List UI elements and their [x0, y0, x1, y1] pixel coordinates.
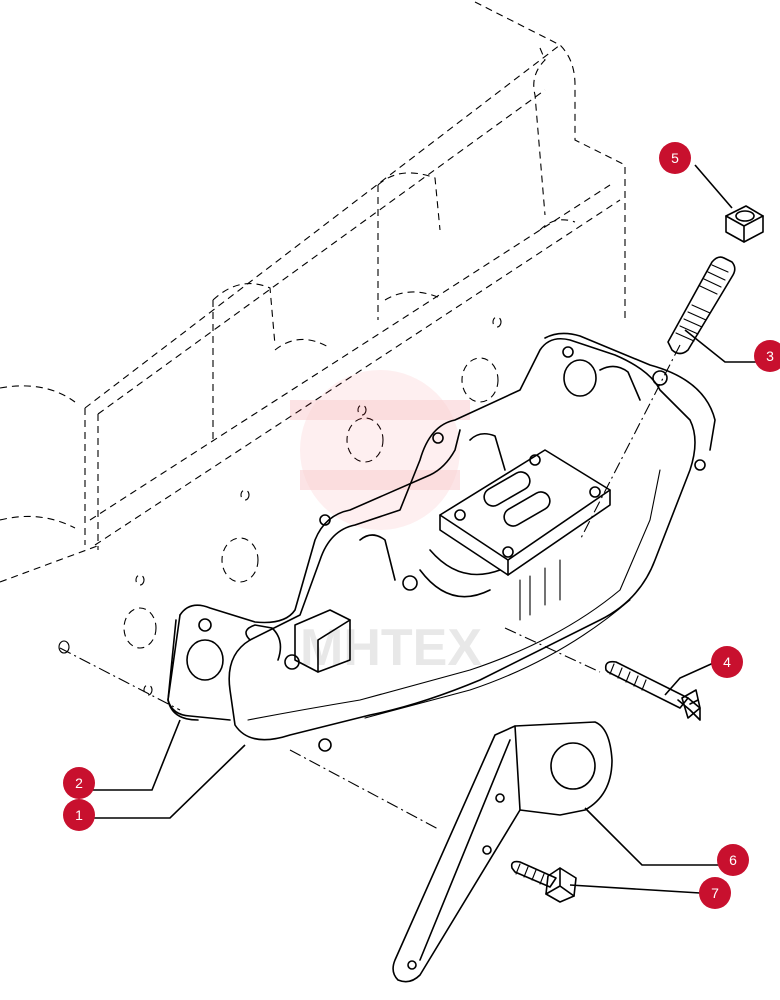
callout-5-label: 5: [671, 150, 679, 166]
callout-2[interactable]: 2: [63, 767, 95, 799]
exhaust-manifold: [167, 332, 716, 752]
hex-nut: [725, 205, 764, 243]
flange-screw: [510, 860, 577, 903]
support-bracket: [392, 721, 613, 983]
engine-block-outline: [0, 1, 626, 696]
callout-4-label: 4: [723, 654, 731, 670]
callout-4[interactable]: 4: [711, 646, 743, 678]
callout-2-label: 2: [75, 775, 83, 791]
callout-6-label: 6: [729, 852, 737, 868]
callout-7[interactable]: 7: [699, 877, 731, 909]
assembly-center-lines: [58, 344, 681, 831]
callout-7-label: 7: [711, 885, 719, 901]
stud: [667, 256, 736, 355]
callout-3-label: 3: [766, 348, 774, 364]
callout-1[interactable]: 1: [63, 799, 95, 831]
callout-3[interactable]: 3: [754, 340, 780, 372]
manifold-gasket: [167, 619, 199, 721]
callout-5[interactable]: 5: [659, 142, 691, 174]
callout-6[interactable]: 6: [717, 844, 749, 876]
callout-1-label: 1: [75, 807, 83, 823]
callout-leaders: [85, 164, 765, 894]
bolt: [604, 660, 701, 721]
